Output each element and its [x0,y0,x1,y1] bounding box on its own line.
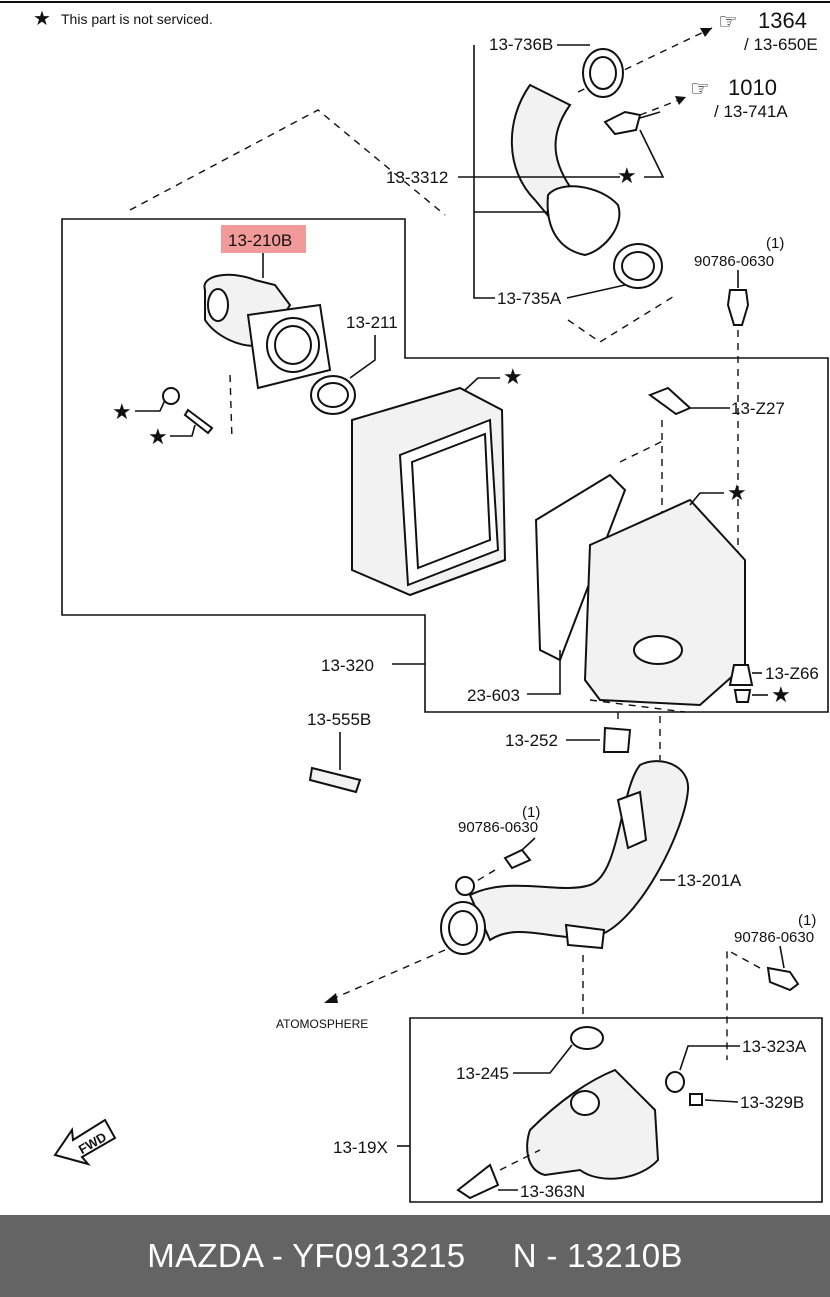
label-atmosphere: ATOMOSPHERE [276,1017,368,1031]
star-icon: ★ [148,424,168,449]
stud-part[interactable] [183,408,214,435]
grommet-13-252[interactable] [602,726,632,753]
star-icon: ★ [112,399,132,424]
clip-13-Z27[interactable] [647,386,692,416]
air-cleaner-cover[interactable] [351,386,507,597]
label-13-19X[interactable]: 13-19X [333,1138,388,1157]
ref-1010[interactable]: ☞ 1010 / 13-741A [690,75,788,121]
label-13-363N[interactable]: 13-363N [520,1182,585,1201]
label-13-320[interactable]: 13-320 [321,656,374,675]
bolt-part[interactable] [726,289,750,326]
label-13-3312[interactable]: 13-3312 [386,168,448,187]
nut-part[interactable] [162,387,180,405]
bolt-qty: (1) [766,235,784,252]
footer-bar: MAZDA - YF0913215 N - 13210B [0,1215,830,1297]
bolt-qty: (1) [798,912,816,929]
resonator-13-19X[interactable] [526,1068,660,1180]
air-cleaner-case[interactable] [534,473,746,707]
connector-part[interactable] [603,110,642,136]
label-13-252[interactable]: 13-252 [505,731,558,750]
nut-part[interactable] [455,876,475,896]
ref-1010-sub: / 13-741A [714,102,788,121]
label-13-735A[interactable]: 13-735A [497,289,562,308]
label-13-Z66[interactable]: 13-Z66 [765,664,819,683]
label-13-210B[interactable]: 13-210B [228,231,292,250]
ref-1364-sub: / 13-650E [744,35,818,54]
hand-pointer-icon: ☞ [718,9,738,34]
label-90786-0630[interactable]: 90786-0630 [694,253,774,270]
assembly-13-320-outline [61,218,829,713]
bolt-part[interactable] [503,848,532,870]
label-23-603[interactable]: 23-603 [467,686,520,705]
maf-sensor-housing-13-210B[interactable] [203,273,332,390]
grommet-13-Z66[interactable] [728,664,754,686]
highlight-box [221,225,306,253]
ref-1010-number: 1010 [728,75,777,100]
legend-note: This part is not serviced. [61,11,213,27]
parts-diagram: ★ This part is not serviced. ☞ 1364 / 13… [0,1,830,1203]
label-90786-0630[interactable]: 90786-0630 [734,929,814,946]
assembly-13-19X-outline [409,1017,823,1203]
hand-pointer-icon: ☞ [690,76,710,101]
note-star-icon: ★ [33,8,51,30]
star-icon: ★ [771,682,791,707]
ref-1364-number: 1364 [758,8,807,33]
bolt-part[interactable] [766,966,800,992]
label-13-245[interactable]: 13-245 [456,1064,509,1083]
air-duct-13-201A[interactable] [440,760,690,955]
star-icon: ★ [503,364,523,389]
footer-part-info: MAZDA - YF0913215 N - 13210B [147,1237,683,1274]
label-13-736B[interactable]: 13-736B [489,35,553,54]
label-13-323A[interactable]: 13-323A [742,1037,807,1056]
nipple-13-363N[interactable] [456,1163,500,1200]
star-icon: ★ [617,163,637,188]
collar-13-329B[interactable] [689,1093,703,1106]
label-13-555B[interactable]: 13-555B [307,710,371,729]
label-13-201A[interactable]: 13-201A [677,871,742,890]
seal-13-245[interactable] [570,1026,604,1050]
star-icon: ★ [727,480,747,505]
ref-1364[interactable]: ☞ 1364 / 13-650E [718,8,818,54]
bolt-qty: (1) [522,804,540,821]
label-90786-0630[interactable]: 90786-0630 [458,819,538,836]
label-13-Z27[interactable]: 13-Z27 [731,399,785,418]
label-13-329B[interactable]: 13-329B [740,1093,804,1112]
pad-13-555B[interactable] [308,766,362,794]
fwd-arrow-icon: FWD [53,1118,117,1166]
grommet-13-323A[interactable] [665,1071,685,1093]
label-13-211[interactable]: 13-211 [346,313,398,332]
